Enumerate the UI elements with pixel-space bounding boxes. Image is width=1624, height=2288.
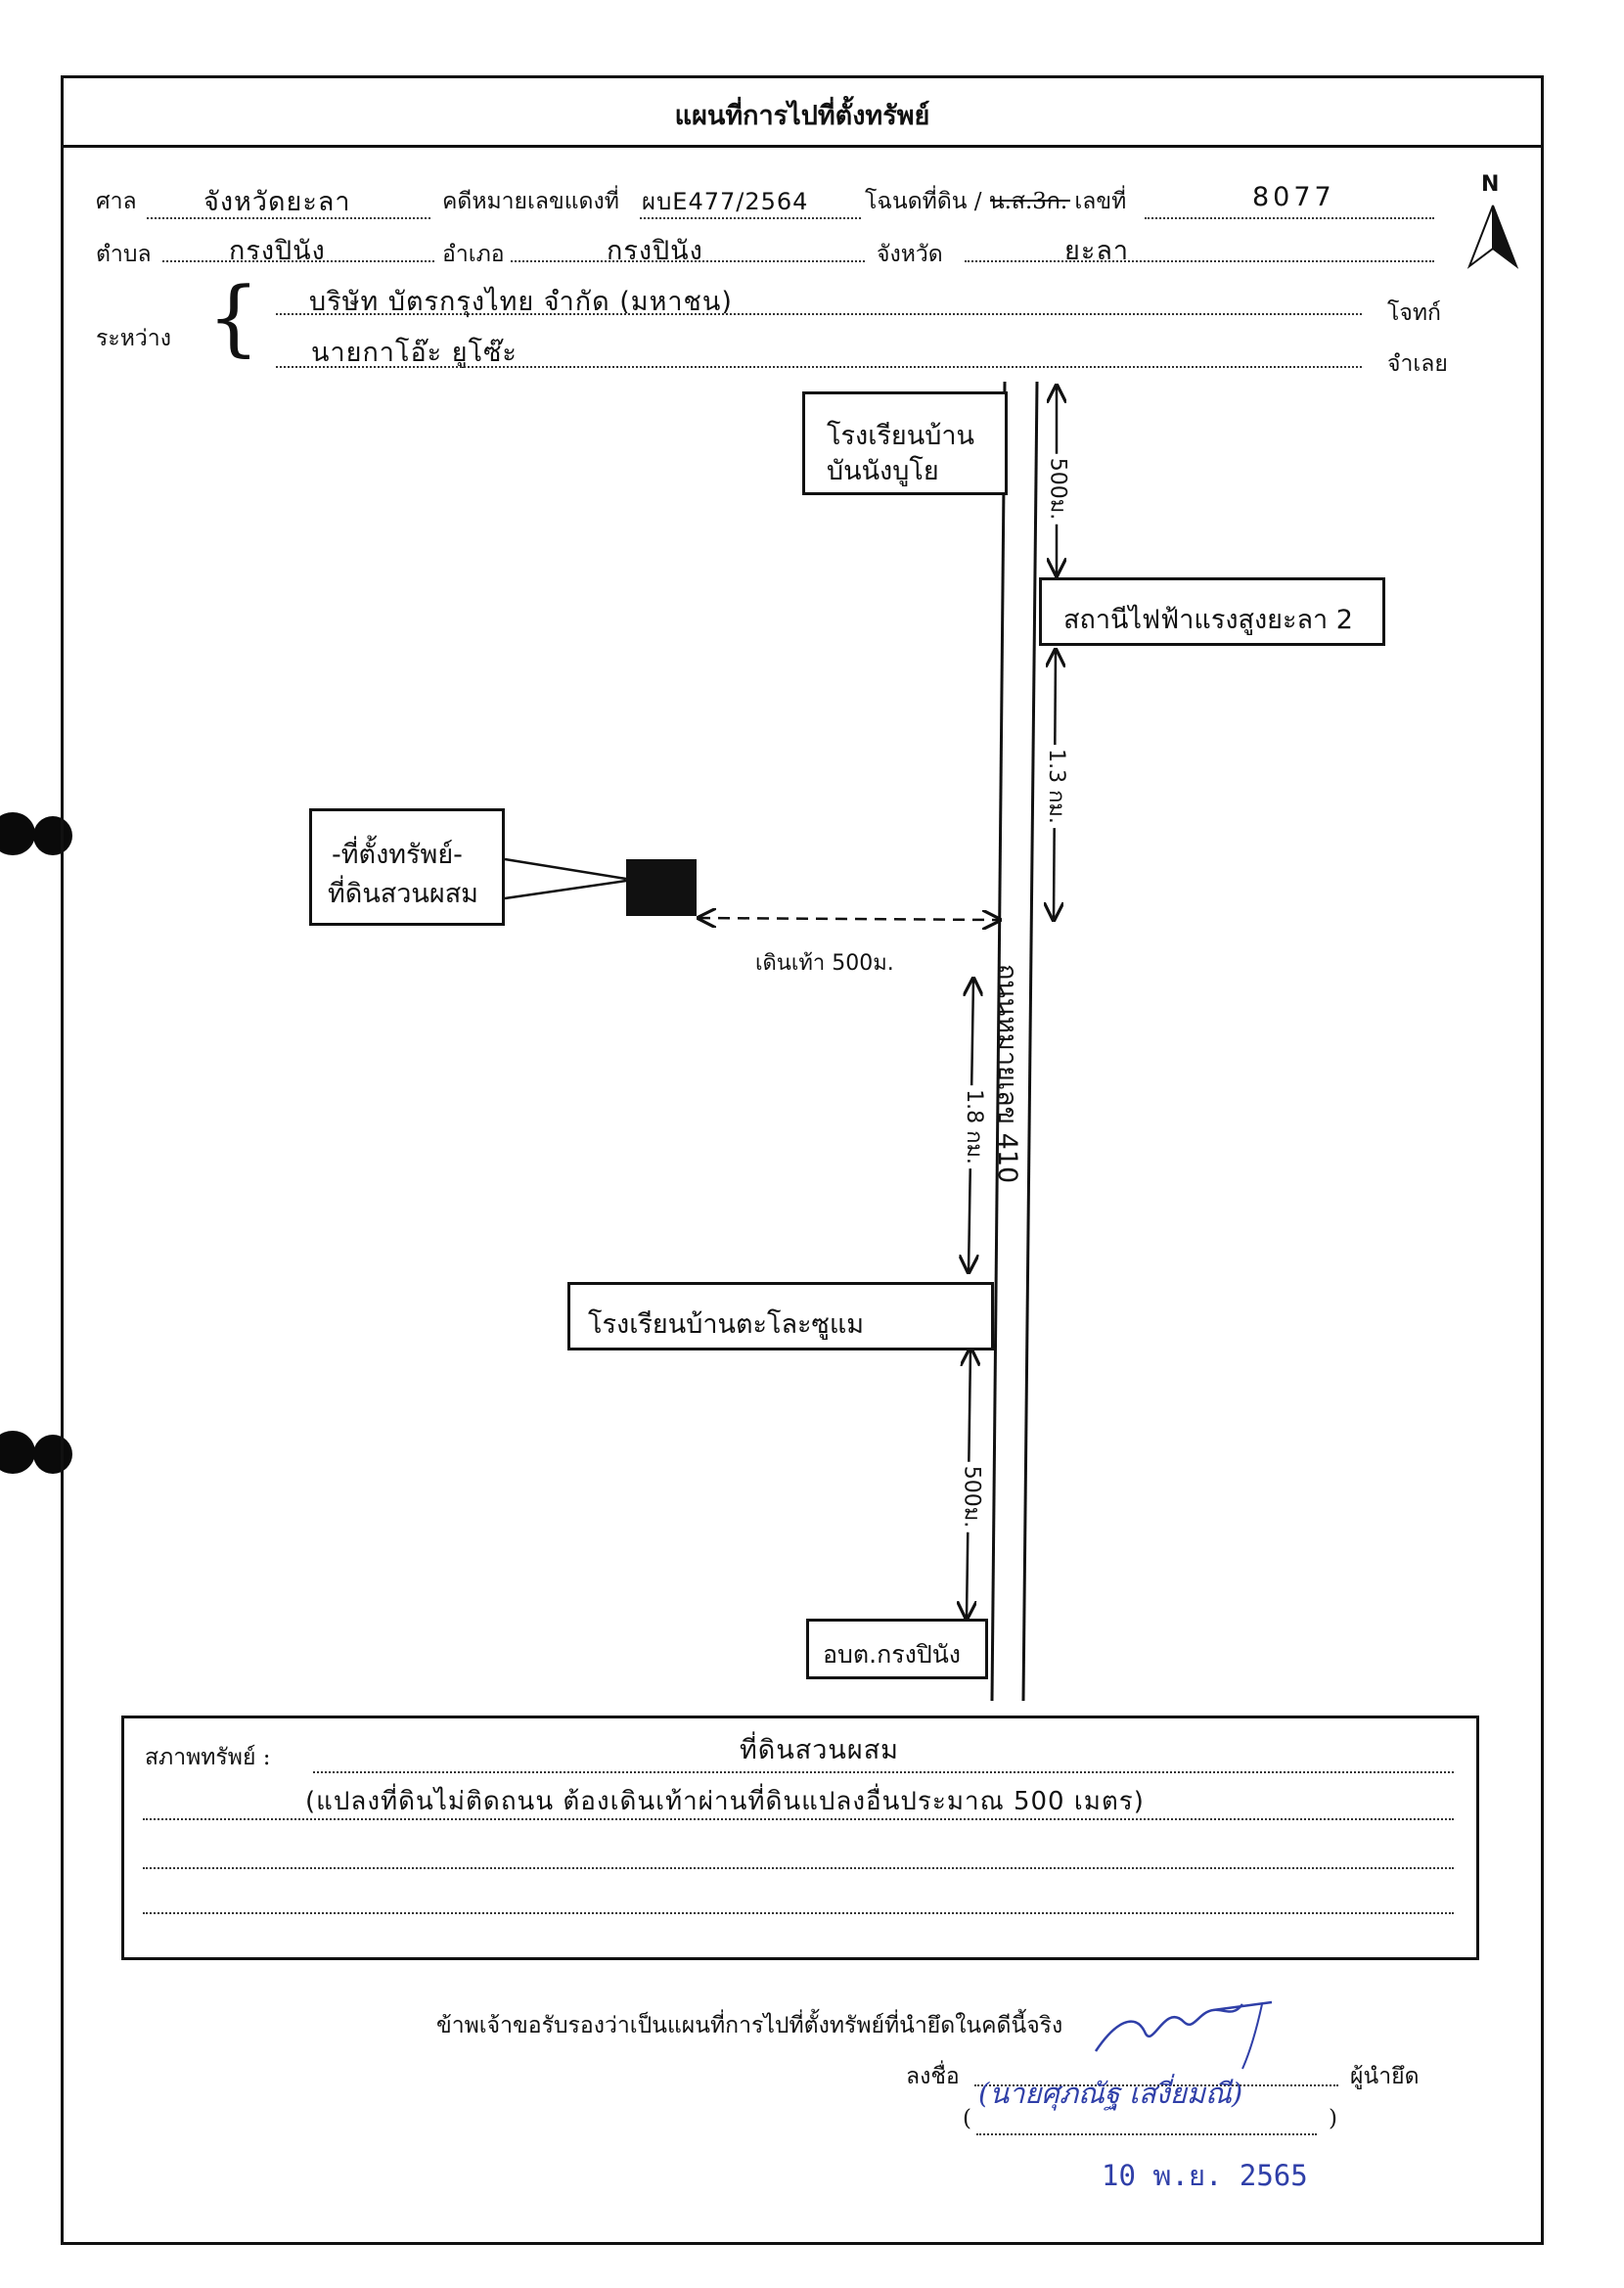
landmark-power-station: สถานีไฟฟ้าแรงสูงยะลา 2	[1039, 577, 1385, 646]
paren-open: (	[963, 2106, 971, 2131]
property-label-box: -ที่ตั้งทรัพย์- ที่ดินสวนผสม	[309, 808, 505, 926]
school-top-line1: โรงเรียนบ้าน	[827, 421, 974, 451]
landmark-school-bottom: โรงเรียนบ้านตะโละซูแม	[567, 1282, 994, 1350]
defendant-value: นายกาโอ๊ะ ยูโซ๊ะ	[311, 338, 518, 368]
deed-line	[1145, 217, 1434, 219]
punch-hole-bottom	[0, 1431, 35, 1474]
title-bar	[61, 75, 1544, 148]
date-stamp: 10 พ.ย. 2565	[1102, 2159, 1308, 2192]
subdistrict-value: กรงปินัง	[229, 236, 326, 266]
property-condition-box	[121, 1716, 1479, 1960]
road-line-right	[1021, 381, 1039, 1702]
road-label: ถนนหมายเลข 410	[992, 964, 1022, 1184]
north-arrow-icon: N	[1464, 172, 1522, 270]
sign-label: ลงชื่อ	[906, 2064, 960, 2089]
deed-label-text: โฉนดที่ดิน / น.ส.3ก. เลขที่	[865, 189, 1127, 214]
landmark-school-top: โรงเรียนบ้าน บันนังบูโย	[802, 391, 1008, 495]
province-label: จังหวัด	[877, 242, 943, 267]
deed-label: โฉนดที่ดิน / น.ส.3ก. เลขที่	[865, 184, 1126, 219]
dist-school-label: 1.8 กม.	[957, 1085, 992, 1168]
power-station-label: สถานีไฟฟ้าแรงสูงยะลา 2	[1063, 605, 1353, 635]
property-line-2	[143, 1818, 1454, 1820]
district-line	[511, 260, 865, 262]
page-frame	[61, 75, 1544, 2245]
road-line-left	[990, 381, 1007, 1702]
punch-hole-top-2	[33, 816, 72, 855]
ns3k-strike	[990, 200, 1070, 202]
property-line2-text: (แปลงที่ดินไม่ติดถนน ต้องเดินเท้าผ่านที่…	[305, 1787, 1145, 1816]
paren-line	[976, 2133, 1317, 2135]
paren-close: )	[1329, 2106, 1337, 2131]
school-top-line2: บันนังบูโย	[827, 456, 939, 486]
court-line	[147, 217, 430, 219]
north-label: N	[1481, 172, 1500, 197]
plaintiff-label: โจทก์	[1387, 300, 1441, 326]
subdistrict-line	[162, 260, 434, 262]
court-label: ศาล	[96, 189, 137, 214]
brace: {	[207, 269, 260, 365]
case-line	[640, 217, 861, 219]
school-bottom-label: โรงเรียนบ้านตะโละซูแม	[588, 1309, 865, 1340]
property-line-3	[143, 1867, 1454, 1869]
property-line-4	[143, 1912, 1454, 1914]
page-title: แผนที่การไปที่ตั้งทรัพย์	[674, 101, 930, 131]
defendant-label: จำเลย	[1387, 351, 1448, 377]
subdistrict-label: ตำบล	[96, 242, 152, 267]
case-label: คดีหมายเลขแดงที่	[442, 189, 619, 214]
province-line	[965, 260, 1434, 262]
property-label-line1: -ที่ตั้งทรัพย์-	[332, 840, 463, 870]
signer-name: (นายศุภณัฐ เสงี่ยมณี)	[978, 2077, 1243, 2110]
punch-hole-bottom-2	[33, 1435, 72, 1474]
role-label: ผู้นำยึด	[1350, 2064, 1420, 2089]
dist-walk-label: เดินเท้า 500ม.	[751, 945, 898, 980]
property-marker	[626, 859, 697, 916]
case-value: ผบE477/2564	[642, 188, 809, 215]
certify-text: ข้าพเจ้าขอรับรองว่าเป็นแผนที่การไปที่ตั้…	[436, 2013, 1063, 2038]
sign-line	[974, 2084, 1338, 2086]
punch-hole-top	[0, 812, 35, 855]
dist-top-label: 500ม.	[1041, 453, 1076, 525]
district-value: กรงปินัง	[607, 236, 703, 266]
property-label-line2: ที่ดินสวนผสม	[328, 879, 478, 909]
signature-scribble	[1094, 2000, 1273, 2070]
defendant-line	[276, 366, 1362, 368]
property-line1-text: ที่ดินสวนผสม	[740, 1735, 899, 1765]
plaintiff-line	[276, 313, 1362, 315]
landmark-sao: อบต.กรงปินัง	[806, 1619, 988, 1679]
dist-power-label: 1.3 กม.	[1039, 745, 1074, 828]
dist-bottom-label: 500ม.	[955, 1461, 990, 1533]
property-condition-label: สภาพทรัพย์ :	[145, 1745, 271, 1770]
property-line-1	[313, 1771, 1454, 1773]
sao-label: อบต.กรงปินัง	[823, 1640, 962, 1669]
district-label: อำเภอ	[442, 242, 505, 267]
between-label: ระหว่าง	[96, 326, 171, 351]
court-value: จังหวัดยะลา	[203, 187, 351, 217]
plaintiff-value: บริษัท บัตรกรุงไทย จำกัด (มหาชน)	[309, 287, 733, 317]
province-value: ยะลา	[1064, 236, 1130, 266]
deed-value: 8077	[1252, 182, 1335, 212]
